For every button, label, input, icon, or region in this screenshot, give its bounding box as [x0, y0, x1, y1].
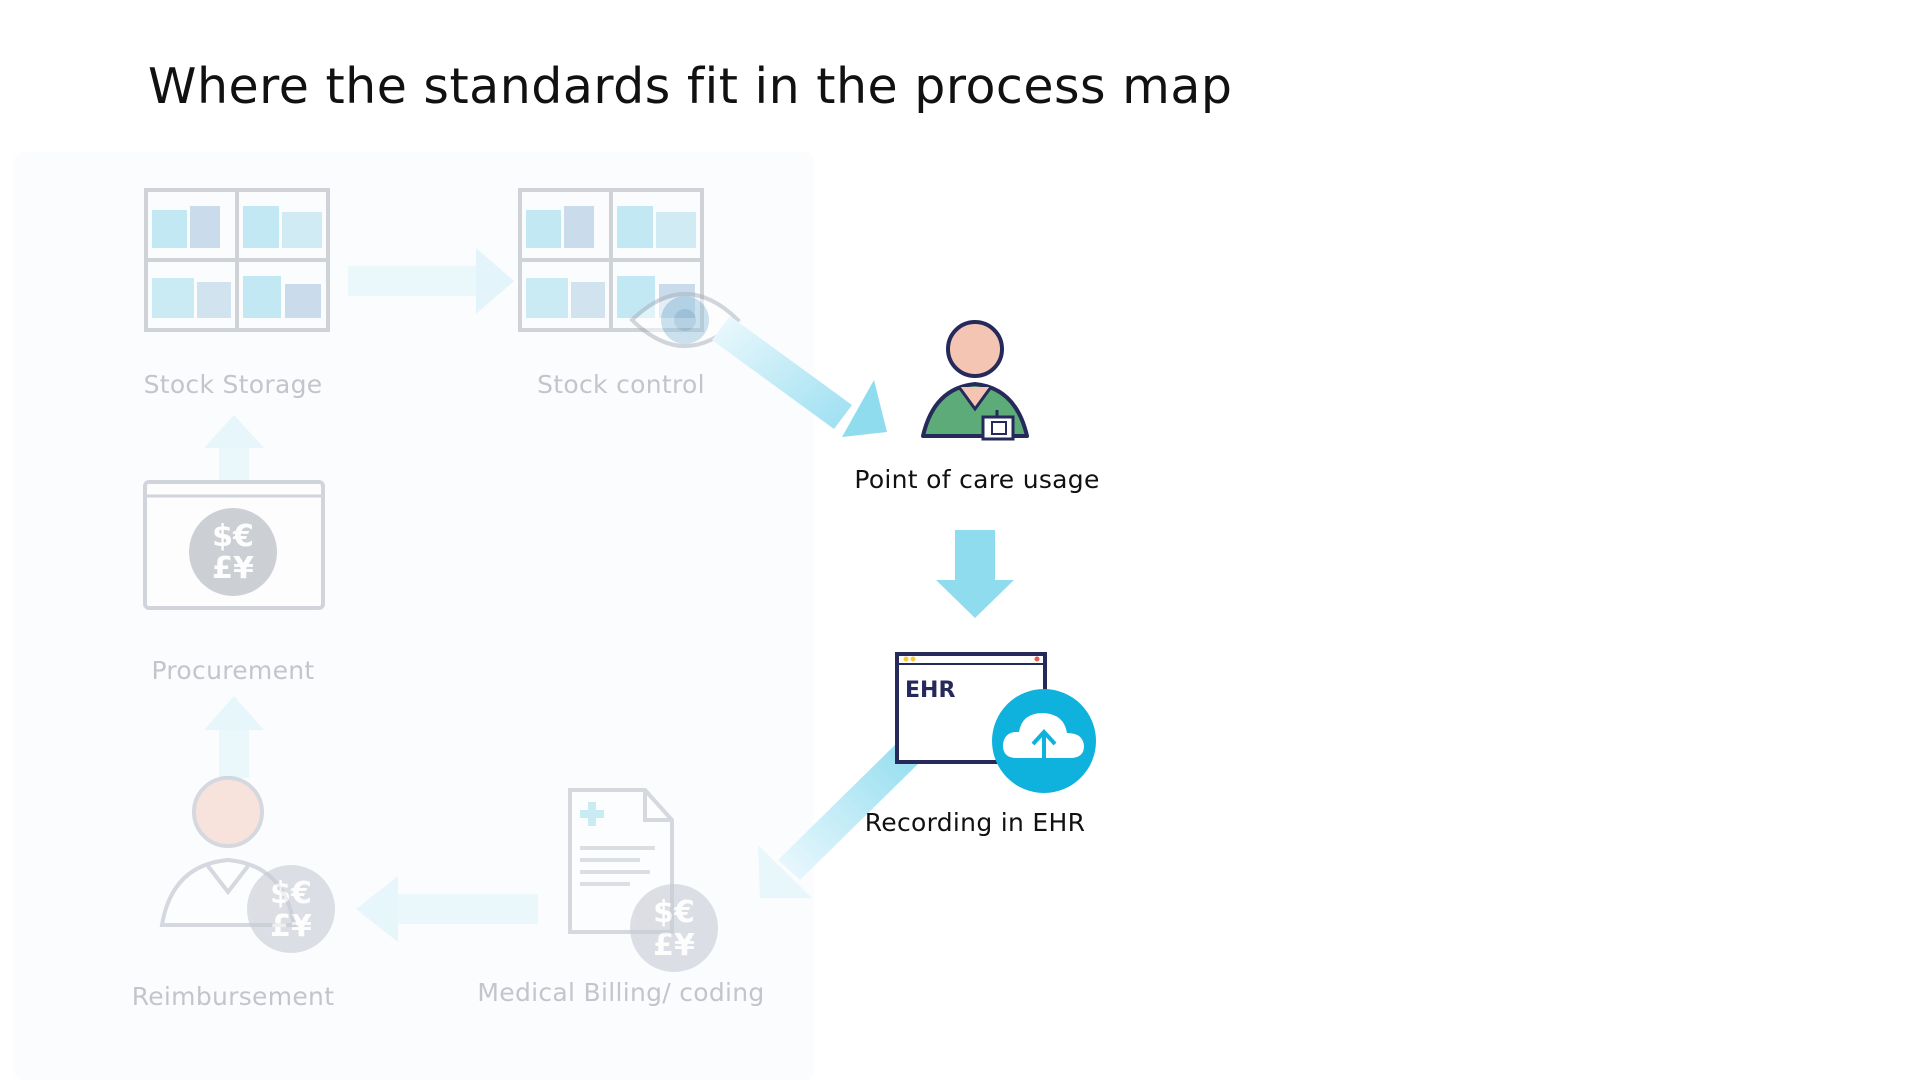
- page-title: Where the standards fit in the process m…: [148, 58, 1233, 115]
- clinician-icon: [921, 320, 1029, 441]
- currency-text: £¥: [653, 928, 695, 963]
- currency-text: £¥: [212, 551, 254, 586]
- label-medical-billing: Medical Billing/ coding: [477, 978, 765, 1007]
- currency-text: £¥: [270, 909, 312, 944]
- currency-text: $€: [212, 519, 254, 554]
- currency-text: $€: [653, 895, 695, 930]
- arrow-control-to-point-of-care: [712, 316, 887, 437]
- procurement-window-icon: $€ £¥: [143, 480, 325, 610]
- shelf-icon-control: [518, 188, 704, 332]
- label-stock-control: Stock control: [537, 370, 705, 399]
- arrow-ehr-to-billing: [758, 740, 922, 898]
- currency-badge-billing: $€ £¥: [630, 884, 718, 972]
- label-stock-storage: Stock Storage: [143, 370, 323, 399]
- arrow-reimbursement-to-procurement: [204, 696, 264, 778]
- label-procurement: Procurement: [151, 656, 315, 685]
- label-recording-ehr: Recording in EHR: [864, 808, 1086, 837]
- shelf-icon-storage: [144, 188, 330, 332]
- ehr-window-label: EHR: [905, 678, 955, 703]
- arrow-procurement-to-storage: [204, 415, 264, 480]
- cloud-upload-icon: [992, 689, 1096, 793]
- arrow-billing-to-reimbursement: [356, 876, 538, 942]
- eye-icon: [629, 292, 741, 348]
- currency-text: $€: [270, 876, 312, 911]
- arrow-point-of-care-to-ehr: [936, 530, 1014, 618]
- arrow-storage-to-control: [348, 248, 514, 314]
- label-point-of-care: Point of care usage: [854, 465, 1100, 494]
- label-reimbursement: Reimbursement: [131, 982, 335, 1011]
- currency-badge-reimbursement: $€ £¥: [247, 865, 335, 953]
